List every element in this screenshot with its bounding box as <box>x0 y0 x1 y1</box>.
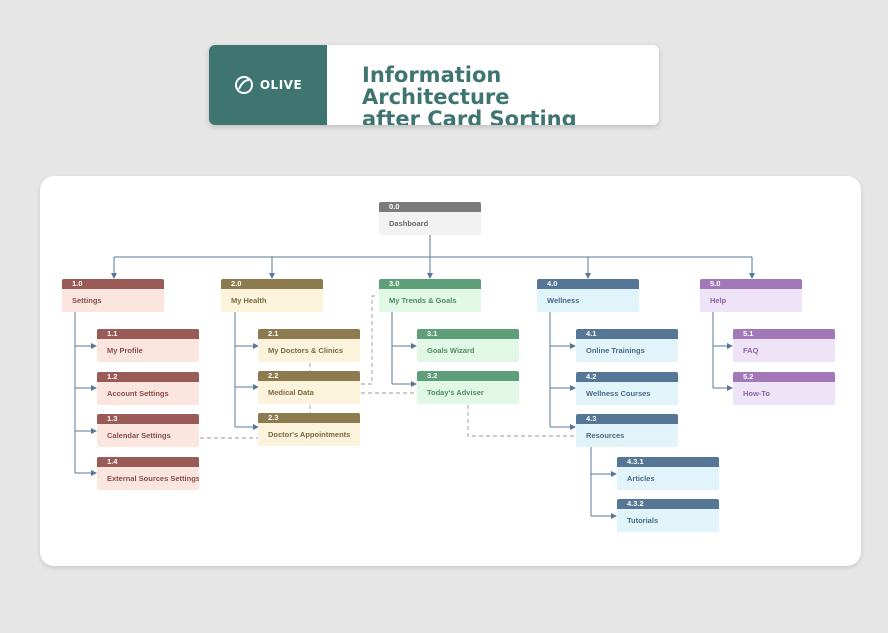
page-title: Information Architecture after Card Sort… <box>362 63 577 125</box>
node-number: 1.1 <box>97 329 199 339</box>
node-label: Dashboard <box>379 212 481 235</box>
node-label: Resources <box>576 424 678 447</box>
node-label: My Profile <box>97 339 199 362</box>
node-number: 4.3.2 <box>617 499 719 509</box>
node-label: Wellness <box>537 289 639 312</box>
logo-panel: OLIVE <box>209 45 327 125</box>
node-number: 1.3 <box>97 414 199 424</box>
node-number: 2.1 <box>258 329 360 339</box>
header-card: OLIVE Information Architecture after Car… <box>209 45 659 125</box>
node-label: Articles <box>617 467 719 490</box>
node-label: Medical Data <box>258 381 360 404</box>
node-number: 3.1 <box>417 329 519 339</box>
node-number: 2.2 <box>258 371 360 381</box>
node-number: 5.0 <box>700 279 802 289</box>
node-label: Online Trainings <box>576 339 678 362</box>
node-label: Settings <box>62 289 164 312</box>
node-number: 1.2 <box>97 372 199 382</box>
node-label: External Sources Settings <box>97 467 199 490</box>
node-label: Tutorials <box>617 509 719 532</box>
node-number: 4.3 <box>576 414 678 424</box>
node-label: Calendar Settings <box>97 424 199 447</box>
node-label: How-To <box>733 382 835 405</box>
node-number: 5.1 <box>733 329 835 339</box>
node-number: 4.0 <box>537 279 639 289</box>
node-number: 4.2 <box>576 372 678 382</box>
node-number: 5.2 <box>733 372 835 382</box>
node-number: 3.0 <box>379 279 481 289</box>
olive-logo-icon <box>234 76 253 94</box>
node-label: My Health <box>221 289 323 312</box>
node-label: Today's Adviser <box>417 381 519 404</box>
node-label: Wellness Courses <box>576 382 678 405</box>
logo-text: OLIVE <box>259 78 303 92</box>
node-number: 4.1 <box>576 329 678 339</box>
node-label: Doctor's Appointments <box>258 423 360 446</box>
node-number: 2.0 <box>221 279 323 289</box>
node-label: FAQ <box>733 339 835 362</box>
node-number: 2.3 <box>258 413 360 423</box>
node-number: 1.0 <box>62 279 164 289</box>
node-label: Account Settings <box>97 382 199 405</box>
node-number: 4.3.1 <box>617 457 719 467</box>
node-label: Goals Wizard <box>417 339 519 362</box>
node-label: My Trends & Goals <box>379 289 481 312</box>
node-label: Help <box>700 289 802 312</box>
node-label: My Doctors & Clinics <box>258 339 360 362</box>
node-number: 1.4 <box>97 457 199 467</box>
node-number: 3.2 <box>417 371 519 381</box>
node-number: 0.0 <box>379 202 481 212</box>
